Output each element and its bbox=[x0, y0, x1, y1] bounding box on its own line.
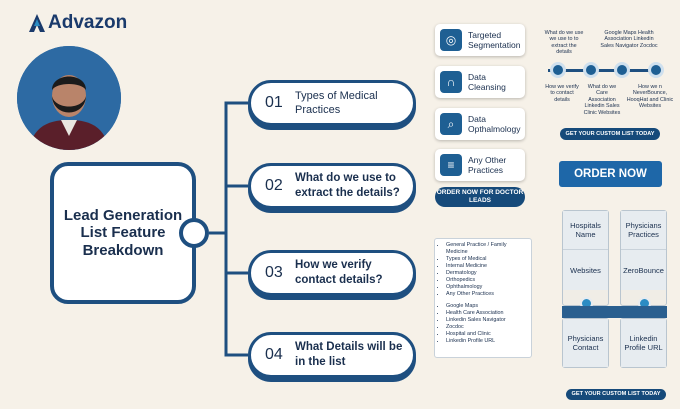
custom-list-button-bottom[interactable]: GET YOUR CUSTOM LIST TODAY bbox=[566, 389, 666, 400]
timeline-dot bbox=[583, 62, 599, 78]
service-data-cleansing: ∩ Data Cleansing bbox=[435, 66, 525, 98]
grid-card-title: Physicians Contact bbox=[563, 319, 608, 367]
grid-card-subtitle: Websites bbox=[563, 249, 608, 290]
list-icon: ≡ bbox=[440, 154, 462, 176]
target-icon: ◎ bbox=[440, 29, 462, 51]
custom-list-button-top[interactable]: GET YOUR CUSTOM LIST TODAY bbox=[560, 128, 660, 140]
service-label: Data Cleansing bbox=[468, 71, 506, 92]
grid-card-physicians-practices: Physicians Practices ZeroBounce bbox=[620, 210, 667, 310]
grid-card-title: Hospitals Name bbox=[563, 211, 608, 249]
timeline-label-top-2: Google Maps Health Association Linkedin … bbox=[600, 30, 658, 49]
grid-card-linkedin-url: Linkedin Profile URL bbox=[620, 318, 667, 368]
main-title-card: Lead Generation List Feature Breakdown bbox=[50, 162, 196, 304]
step-text: Types of Medical Practices bbox=[295, 89, 378, 116]
service-any-other-practices: ≡ Any Other Practices bbox=[435, 149, 525, 181]
magnifier-icon: ⌕ bbox=[440, 113, 462, 135]
list-item: Ophthalmology bbox=[446, 284, 527, 291]
service-data-opthalmology: ⌕ Data Opthalmology bbox=[435, 108, 525, 140]
step-number: 04 bbox=[265, 346, 283, 363]
brand-name: Advazon bbox=[48, 12, 128, 33]
order-doctor-leads-button[interactable]: ORDER NOW FOR DOCTOR LEADS bbox=[435, 187, 525, 207]
grid-card-title: Linkedin Profile URL bbox=[621, 319, 666, 367]
list-item: Hospital and Clinic bbox=[446, 331, 527, 338]
list-item: Types of Medical bbox=[446, 256, 527, 263]
step-text: What Details will be in the list bbox=[295, 341, 403, 368]
order-now-button[interactable]: ORDER NOW bbox=[559, 161, 662, 187]
list-item: Linkedin Profile URL bbox=[446, 338, 527, 345]
list-item: Google Maps bbox=[446, 303, 527, 310]
step-text: What do we use to extract the details? bbox=[295, 172, 400, 199]
timeline-dot bbox=[648, 62, 664, 78]
list-item: Health Care Association bbox=[446, 310, 527, 317]
timeline-line bbox=[548, 69, 660, 72]
timeline-label-bottom-2: What do we Care Association Linkedin Sal… bbox=[583, 84, 621, 116]
step-02: 02 What do we use to extract the details… bbox=[248, 163, 416, 209]
service-label: Data Opthalmology bbox=[468, 113, 521, 134]
grid-card-title: Physicians Practices bbox=[621, 211, 666, 249]
practice-list: General Practice / Family Medicine Types… bbox=[439, 242, 527, 298]
connector-hub bbox=[179, 218, 209, 248]
list-item: Linkedin Sales Navigator bbox=[446, 317, 527, 324]
list-item: Orthopedics bbox=[446, 277, 527, 284]
timeline-label-bottom-1: How we verify to contact details bbox=[545, 84, 579, 103]
grid-card-subtitle: ZeroBounce bbox=[621, 249, 666, 290]
step-04: 04 What Details will be in the list bbox=[248, 332, 416, 378]
list-item: Internal Medicine bbox=[446, 263, 527, 270]
step-03: 03 How we verify contact details? bbox=[248, 250, 416, 296]
step-01: 01 Types of Medical Practices bbox=[248, 80, 416, 126]
step-number: 03 bbox=[265, 264, 283, 281]
brand-logo: Advazon bbox=[28, 12, 127, 34]
service-label: Targeted Segmentation bbox=[468, 29, 521, 50]
source-list: Google Maps Health Care Association Link… bbox=[439, 303, 527, 345]
list-item: Zocdoc bbox=[446, 324, 527, 331]
step-text: How we verify contact details? bbox=[295, 259, 383, 286]
person-portrait-icon bbox=[17, 46, 121, 150]
grid-divider-bar bbox=[562, 306, 667, 318]
step-number: 02 bbox=[265, 177, 283, 194]
details-list-box: General Practice / Family Medicine Types… bbox=[434, 238, 532, 358]
magnet-icon: ∩ bbox=[440, 71, 462, 93]
main-title: Lead Generation List Feature Breakdown bbox=[63, 207, 183, 259]
list-item: Dermatology bbox=[446, 270, 527, 277]
list-item: Any Other Practices bbox=[446, 291, 527, 298]
list-item: General Practice / Family Medicine bbox=[446, 242, 527, 256]
advazon-logo-icon bbox=[29, 14, 45, 32]
profile-photo bbox=[17, 46, 121, 150]
timeline-dot bbox=[550, 62, 566, 78]
service-label: Any Other Practices bbox=[468, 154, 507, 175]
service-targeted-segmentation: ◎ Targeted Segmentation bbox=[435, 24, 525, 56]
timeline-label-bottom-3: How we n NeverBounce, HooqHat and Clinic… bbox=[626, 84, 674, 110]
grid-card-physicians-contact: Physicians Contact bbox=[562, 318, 609, 368]
timeline-label-top-1: What do we use we use to to extract the … bbox=[544, 30, 584, 56]
timeline-dot bbox=[614, 62, 630, 78]
grid-card-hospitals: Hospitals Name Websites bbox=[562, 210, 609, 310]
step-number: 01 bbox=[265, 94, 283, 111]
